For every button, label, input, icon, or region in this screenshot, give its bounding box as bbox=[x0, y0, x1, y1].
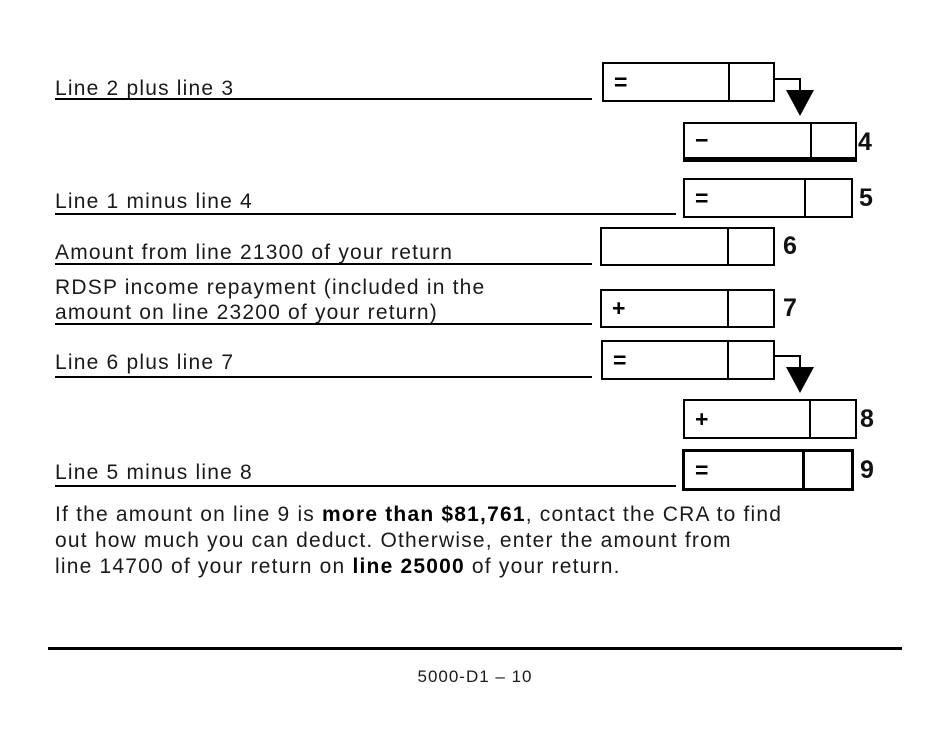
amount-box-line-8: + bbox=[683, 399, 857, 439]
amount-box-line-5: = bbox=[683, 178, 853, 218]
row-label-line6-plus-line7: Line 6 plus line 7 bbox=[55, 351, 235, 374]
amount-cents-field[interactable] bbox=[730, 64, 773, 100]
amount-box-line-6 bbox=[600, 227, 775, 266]
row-underline bbox=[55, 323, 592, 325]
amount-dollars-field[interactable]: = bbox=[685, 180, 806, 216]
row-label-line-21300: Amount from line 21300 of your return bbox=[55, 241, 454, 264]
amount-cents-field[interactable] bbox=[811, 401, 855, 437]
line-number-9: 9 bbox=[860, 456, 874, 484]
row-label-rdsp-line2: amount on line 23200 of your return) bbox=[55, 301, 438, 324]
line-number-8: 8 bbox=[860, 405, 874, 433]
row-label-rdsp-line1: RDSP income repayment (included in the bbox=[55, 276, 486, 299]
footer-page-reference: 5000-D1 – 10 bbox=[417, 667, 533, 686]
amount-box-line-9: = bbox=[682, 449, 854, 491]
footer-rule bbox=[48, 647, 902, 650]
amount-cents-field[interactable] bbox=[729, 229, 773, 264]
note-bold-line25000: line 25000 bbox=[352, 555, 465, 578]
row-underline bbox=[55, 376, 592, 378]
minus-operator: − bbox=[695, 127, 709, 153]
amount-box-line2-plus-line3: = bbox=[602, 62, 775, 102]
equals-operator: = bbox=[695, 456, 709, 483]
note-line-1: If the amount on line 9 is more than $81… bbox=[55, 503, 783, 526]
equals-operator: = bbox=[613, 346, 627, 373]
amount-cents-field[interactable] bbox=[729, 291, 773, 326]
row-label-line5-minus-line8: Line 5 minus line 8 bbox=[55, 461, 253, 484]
amount-dollars-field[interactable]: = bbox=[685, 452, 805, 488]
amount-dollars-field[interactable]: + bbox=[685, 401, 811, 437]
line-number-6: 6 bbox=[783, 232, 797, 260]
amount-dollars-field[interactable]: = bbox=[603, 342, 729, 378]
arrow-down-icon bbox=[786, 367, 814, 393]
note-line-2: out how much you can deduct. Otherwise, … bbox=[55, 529, 732, 552]
amount-dollars-field[interactable] bbox=[602, 229, 729, 264]
connector-line bbox=[775, 355, 801, 357]
line-number-7: 7 bbox=[783, 294, 797, 322]
amount-cents-field[interactable] bbox=[806, 180, 851, 216]
amount-box-line-7: + bbox=[600, 289, 775, 328]
amount-cents-field[interactable] bbox=[812, 124, 855, 157]
equals-operator: = bbox=[695, 184, 709, 211]
amount-box-line-4: − bbox=[683, 122, 857, 162]
amount-box-line6-plus-line7: = bbox=[601, 340, 775, 380]
equals-operator: = bbox=[614, 68, 628, 95]
amount-dollars-field[interactable]: = bbox=[604, 64, 730, 100]
line-number-4: 4 bbox=[858, 128, 872, 156]
plus-operator: + bbox=[612, 295, 626, 321]
connector-line bbox=[775, 78, 801, 80]
row-underline bbox=[55, 263, 592, 265]
connector-line bbox=[799, 355, 801, 369]
amount-dollars-field[interactable]: − bbox=[685, 124, 812, 157]
amount-cents-field[interactable] bbox=[805, 452, 851, 488]
amount-cents-field[interactable] bbox=[729, 342, 773, 378]
amount-dollars-field[interactable]: + bbox=[602, 291, 729, 326]
row-underline bbox=[55, 485, 676, 487]
note-bold-amount: more than $81,761 bbox=[322, 503, 526, 526]
row-label-line1-minus-line4: Line 1 minus line 4 bbox=[55, 190, 253, 213]
arrow-down-icon bbox=[786, 90, 814, 116]
connector-line bbox=[799, 78, 801, 92]
row-underline bbox=[55, 213, 676, 215]
row-underline bbox=[55, 98, 592, 100]
note-line-3: line 14700 of your return on line 25000 … bbox=[55, 555, 621, 578]
row-label-line2-plus-line3: Line 2 plus line 3 bbox=[55, 77, 235, 100]
plus-operator: + bbox=[695, 405, 709, 432]
line-number-5: 5 bbox=[859, 184, 873, 212]
